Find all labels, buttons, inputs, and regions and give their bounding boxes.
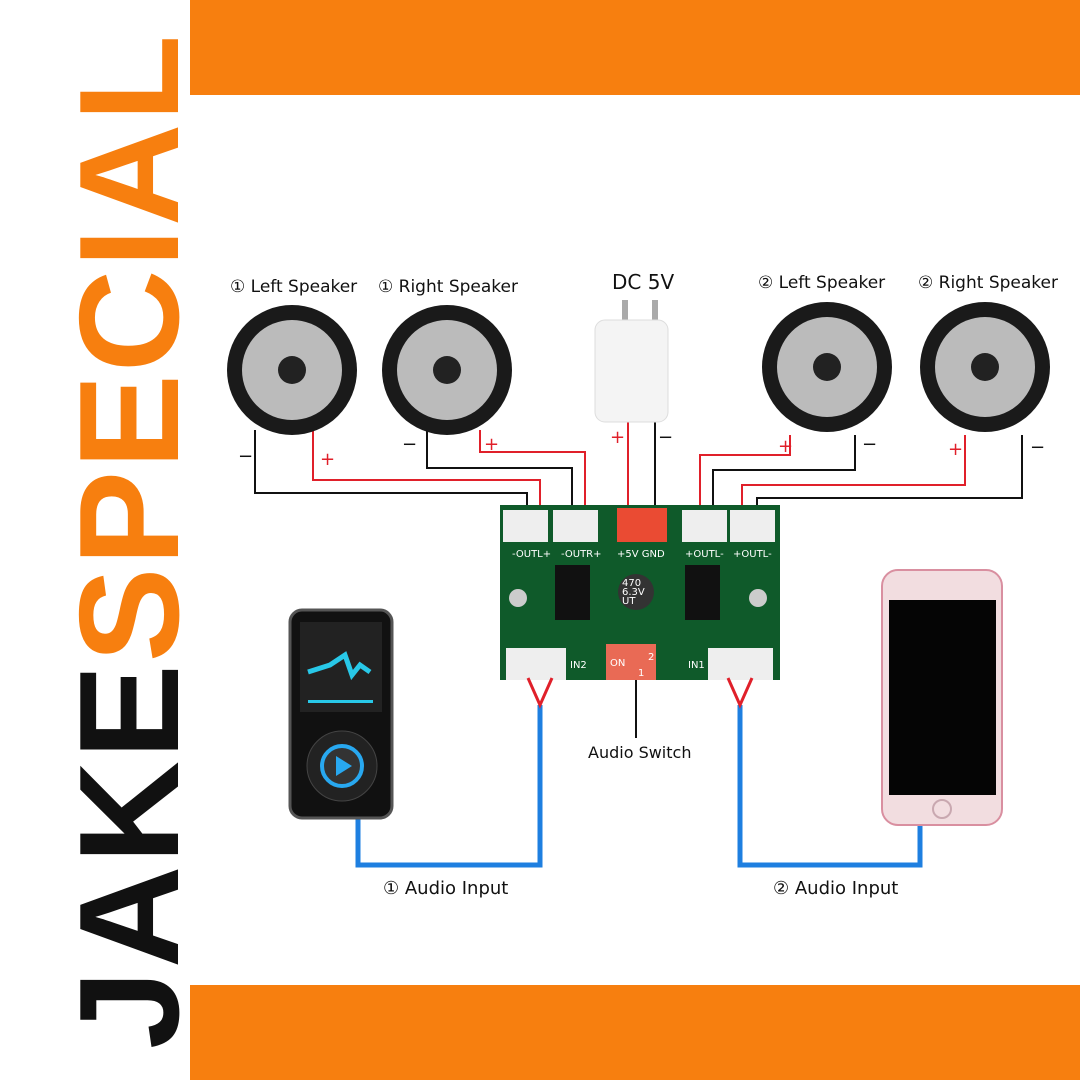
wire-spk2-neg	[426, 430, 573, 510]
dc-neg-sign: −	[658, 427, 673, 448]
label-dc: DC 5V	[612, 270, 675, 294]
spk4-neg-sign: −	[1030, 437, 1045, 458]
usb-charger	[594, 300, 669, 423]
label-audio-input-2: ② Audio Input	[773, 878, 899, 899]
label-s1: 1	[638, 668, 644, 679]
top-orange-bar	[190, 0, 1080, 95]
label-outl-2: +OUTL-	[685, 549, 724, 560]
smartphone	[881, 569, 1003, 826]
label-spk1-right: ① Right Speaker	[378, 277, 518, 297]
label-spk2-left: ② Left Speaker	[758, 273, 886, 293]
cap-3: UT	[622, 596, 636, 607]
amplifier-board: -OUTL+ -OUTR+ +5V GND +OUTL- +OUTL- IN2 …	[500, 505, 780, 680]
spk3-neg-sign: −	[862, 434, 877, 455]
label-on: ON	[610, 658, 625, 669]
wire-spk3-neg	[712, 435, 856, 510]
label-in1: IN1	[688, 660, 705, 671]
wire-spk3-pos	[699, 435, 791, 510]
audio-cable-2	[737, 705, 923, 868]
label-spk2-right: ② Right Speaker	[918, 273, 1058, 293]
speaker-1-left	[227, 305, 357, 435]
wire-spk4-neg	[756, 435, 1023, 510]
speaker-1-right	[382, 305, 512, 435]
speaker-2-left	[762, 302, 892, 432]
spk1-neg-sign: −	[238, 446, 253, 467]
bottom-orange-bar	[190, 985, 1080, 1080]
label-s2: 2	[648, 652, 654, 663]
spk2-neg-sign: −	[402, 434, 417, 455]
label-power: +5V GND	[617, 549, 665, 560]
label-spk1-left: ① Left Speaker	[230, 277, 358, 297]
spk4-pos-sign: +	[948, 439, 963, 460]
mp3-player	[288, 608, 394, 820]
spk2-pos-sign: +	[484, 434, 499, 455]
label-audio-input-1: ① Audio Input	[383, 878, 509, 899]
wire-spk4-pos	[741, 435, 966, 510]
label-in2: IN2	[570, 660, 587, 671]
dc-pos-sign: +	[610, 427, 625, 448]
label-outr: -OUTR+	[561, 549, 602, 560]
label-outl-3: +OUTL-	[733, 549, 772, 560]
label-outl-1: -OUTL+	[512, 549, 551, 560]
wire-spk1-pos	[312, 430, 541, 510]
speaker-2-right	[920, 302, 1050, 432]
cap-2: 6.3V	[622, 587, 645, 598]
spk3-pos-sign: +	[778, 436, 793, 457]
wire-spk1-neg	[254, 430, 528, 510]
audio-cable-1	[355, 705, 543, 868]
spk1-pos-sign: +	[320, 449, 335, 470]
wire-spk2-pos	[479, 430, 586, 510]
label-audio-switch: Audio Switch	[588, 743, 692, 762]
cap-1: 470	[622, 578, 641, 589]
